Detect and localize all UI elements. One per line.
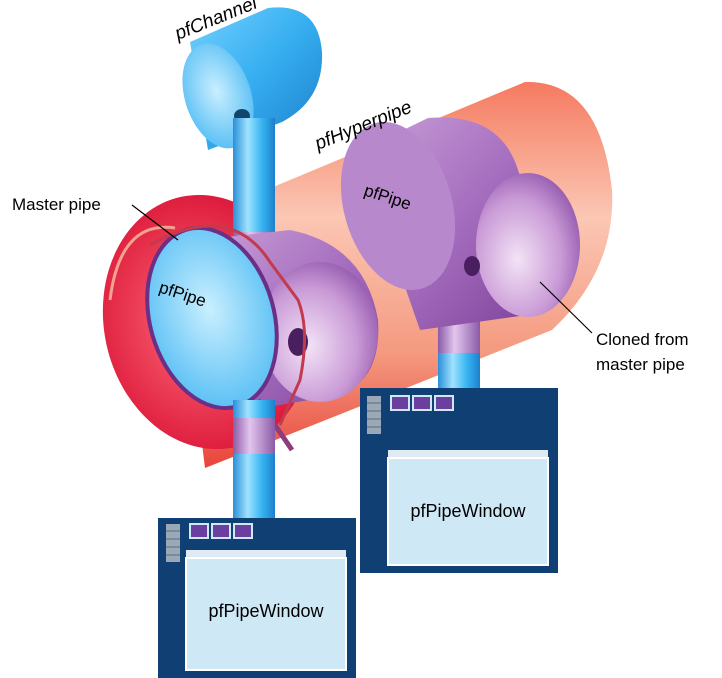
channel-pipe	[182, 7, 323, 150]
pipe-clone	[340, 117, 580, 330]
cloned-callout-line2: master pipe	[596, 355, 685, 374]
pipe-master	[145, 225, 379, 452]
cloned-leader-line	[539, 281, 593, 334]
window-left: pfPipeWindow	[158, 518, 356, 678]
master-pipe-callout: Master pipe	[12, 195, 101, 214]
hyperpipe-front-rim	[149, 224, 306, 426]
window-left-label: pfPipeWindow	[208, 601, 324, 621]
cloned-callout-line1: Cloned from	[596, 330, 689, 349]
master-pipe-leader-line	[131, 204, 179, 241]
master-stem-lower	[233, 400, 275, 530]
window-right: pfPipeWindow	[360, 388, 558, 573]
window-right-label: pfPipeWindow	[410, 501, 526, 521]
